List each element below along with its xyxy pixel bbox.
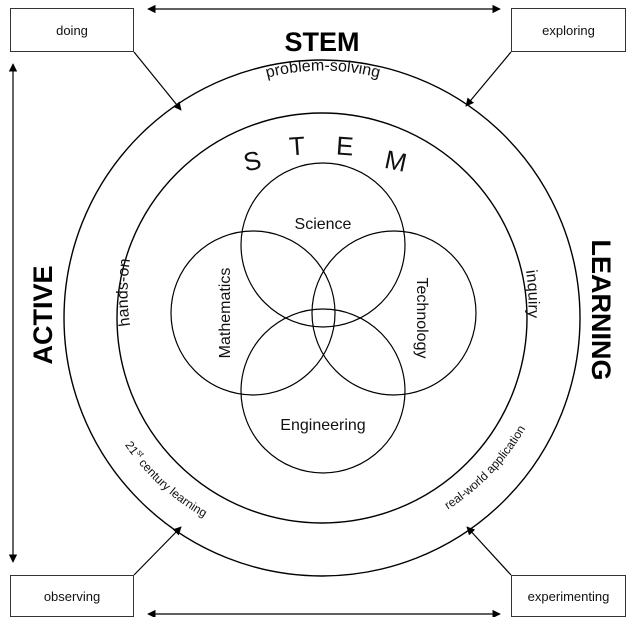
corner-box-doing: doing [10,8,134,52]
outer-ring [63,59,581,577]
inner-ring [116,112,528,524]
inner-letter-m: M [382,144,409,178]
arrow-doing [133,51,182,111]
corner-box-observing: observing [10,575,134,617]
corner-label-experimenting: experimenting [527,588,610,604]
arrow-experimenting [466,526,512,576]
venn-label-engineering: Engineering [280,417,365,434]
inner-letter-t: T [288,130,306,161]
corner-label-doing: doing [56,22,88,38]
ring-label-hands-on: hands-on [115,258,134,328]
side-label-stem: STEM [284,27,359,57]
arrow-observing [133,526,182,576]
venn-label-science: Science [295,216,352,233]
venn-circle-mathematics [170,230,336,396]
corner-label-exploring: exploring [542,22,595,38]
venn-label-technology: Technology [413,278,430,359]
ring-label-problem-solving: problem-solving [264,57,382,81]
side-label-learning: LEARNING [586,240,616,381]
inner-letter-s: S [241,145,264,178]
venn-circle-technology [311,230,477,396]
inner-letter-e: E [335,130,354,161]
arrow-exploring [465,51,512,107]
corner-box-exploring: exploring [511,8,626,52]
venn-circle-engineering [240,308,406,474]
venn-circle-science [240,162,406,328]
ring-label-real-world-application: real-world application [442,423,528,513]
ring-label-inquiry: inquiry [522,269,541,319]
corner-label-observing: observing [43,588,101,604]
side-label-active: ACTIVE [28,265,58,364]
venn-label-mathematics: Mathematics [217,268,234,359]
